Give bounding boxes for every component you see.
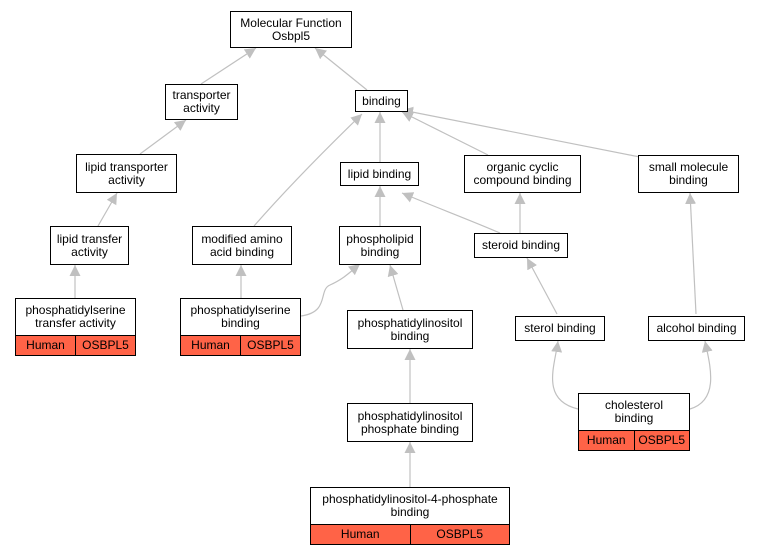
node-molecular-function-osbpl5[interactable]: Molecular Function Osbpl5 [230, 11, 352, 48]
node-phosphatidylserine-binding[interactable]: phosphatidylserine binding Human OSBPL5 [180, 298, 301, 356]
node-cholesterol-binding[interactable]: cholesterol binding Human OSBPL5 [578, 393, 690, 451]
edge-modified-amino-to-binding [253, 113, 363, 227]
node-alcohol-binding[interactable]: alcohol binding [648, 316, 745, 341]
node-label: cholesterol binding [604, 398, 664, 425]
edge-steroid-to-lipid-binding [401, 192, 501, 234]
node-label: phosphatidylserine binding [190, 303, 291, 330]
node-phosphatidylinositol-4-phosphate-binding[interactable]: phosphatidylinositol-4-phosphate binding… [310, 487, 510, 545]
annotation-row: Human OSBPL5 [16, 335, 135, 355]
annotation-gene[interactable]: OSBPL5 [75, 336, 135, 355]
node-label: phospholipid binding [346, 231, 414, 259]
edge-pi-binding-to-phospholipid [387, 264, 404, 311]
node-steroid-binding[interactable]: steroid binding [474, 233, 568, 258]
node-label: modified amino acid binding [201, 231, 283, 259]
annotation-species[interactable]: Human [16, 336, 75, 355]
annotation-species[interactable]: Human [579, 431, 634, 450]
edge-cholesterol-to-alcohol [689, 340, 713, 410]
annotation-gene[interactable]: OSBPL5 [409, 525, 509, 544]
node-label: Molecular Function Osbpl5 [240, 15, 342, 43]
node-phosphatidylserine-transfer-activity[interactable]: phosphatidylserine transfer activity Hum… [15, 298, 136, 356]
node-organic-cyclic-compound-binding[interactable]: organic cyclic compound binding [464, 155, 581, 193]
annotation-row: Human OSBPL5 [181, 335, 300, 355]
edge-binding-to-root [314, 47, 368, 91]
node-label: lipid transfer activity [56, 231, 123, 259]
edge-alcohol-to-small-molecule [685, 192, 697, 315]
node-modified-amino-acid-binding[interactable]: modified amino acid binding [192, 226, 292, 265]
node-label: sterol binding [524, 321, 596, 335]
annotation-species[interactable]: Human [311, 525, 410, 544]
node-phosphatidylinositol-phosphate-binding[interactable]: phosphatidylinositol phosphate binding [347, 403, 473, 442]
node-phospholipid-binding[interactable]: phospholipid binding [339, 226, 421, 265]
node-label: phosphatidylinositol-4-phosphate binding [322, 492, 498, 519]
edge-cholesterol-to-sterol [551, 340, 579, 410]
node-sterol-binding[interactable]: sterol binding [515, 316, 605, 341]
annotation-row: Human OSBPL5 [311, 524, 509, 544]
node-lipid-binding[interactable]: lipid binding [340, 162, 419, 186]
node-lipid-transporter-activity[interactable]: lipid transporter activity [76, 154, 177, 193]
annotation-gene[interactable]: OSBPL5 [633, 431, 689, 450]
edge-organic-cyclic-to-binding [401, 111, 489, 156]
annotation-row: Human OSBPL5 [579, 430, 689, 450]
node-label: alcohol binding [656, 321, 737, 335]
edge-sterol-to-steroid [526, 257, 558, 315]
edge-lipid-transfer-to-lipid-transporter [97, 192, 118, 227]
node-transporter-activity[interactable]: transporter activity [165, 84, 238, 120]
node-label: phosphatidylserine transfer activity [25, 303, 126, 330]
node-label: lipid binding [347, 166, 412, 181]
node-label: organic cyclic compound binding [473, 160, 572, 187]
annotation-species[interactable]: Human [181, 336, 240, 355]
node-label: steroid binding [481, 238, 561, 252]
node-binding[interactable]: binding [355, 90, 408, 112]
edge-ps-binding-to-phospholipid [300, 263, 361, 317]
node-lipid-transfer-activity[interactable]: lipid transfer activity [50, 226, 129, 265]
node-label: phosphatidylinositol binding [357, 315, 463, 343]
node-label: phosphatidylinositol phosphate binding [357, 408, 463, 436]
node-label: binding [362, 93, 401, 108]
edge-lipid-transporter-to-transporter [139, 119, 187, 155]
annotation-gene[interactable]: OSBPL5 [240, 336, 300, 355]
node-small-molecule-binding[interactable]: small molecule binding [638, 155, 739, 193]
edge-transporter-activity-to-root [200, 47, 257, 85]
node-label: small molecule binding [648, 160, 729, 187]
edge-small-molecule-to-binding [401, 106, 641, 158]
node-label: transporter activity [172, 88, 231, 115]
node-phosphatidylinositol-binding[interactable]: phosphatidylinositol binding [347, 310, 473, 349]
node-label: lipid transporter activity [85, 159, 168, 187]
